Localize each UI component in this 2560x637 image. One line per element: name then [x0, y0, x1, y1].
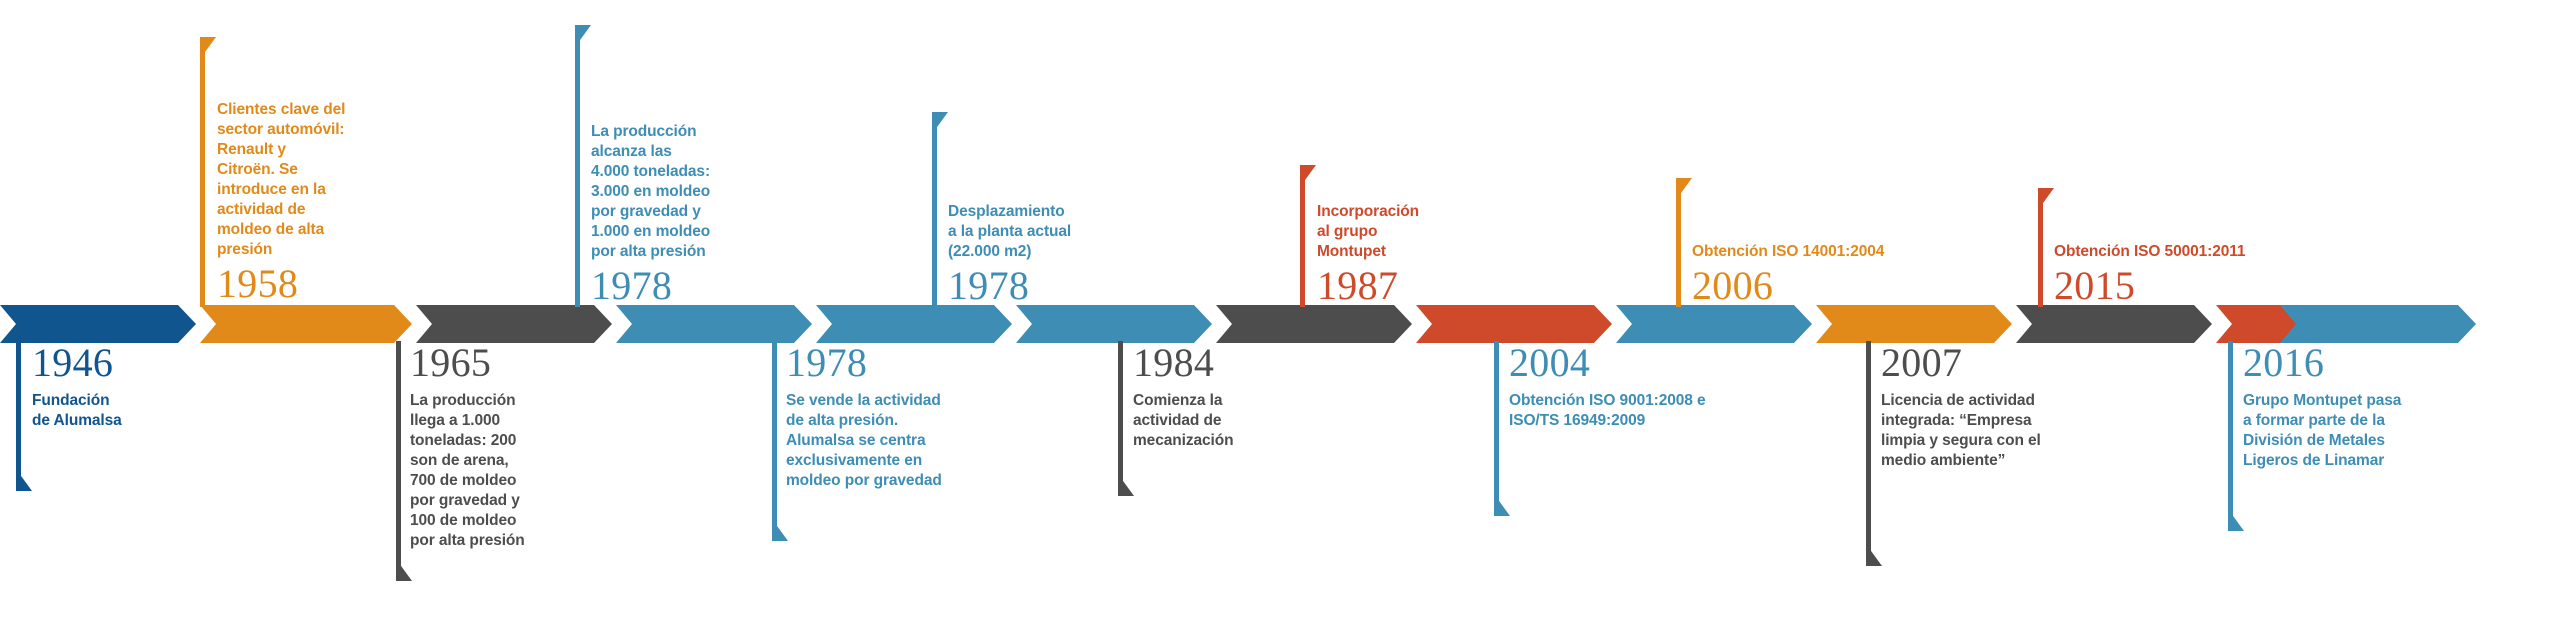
event-description: Grupo Montupet pasa a formar parte de la… — [2243, 392, 2402, 469]
connector-stem-1978-produccion — [575, 25, 591, 307]
timeline-event-2004[interactable]: 2004 Obtención ISO 9001:2008 e ISO/TS 16… — [1509, 342, 1769, 431]
connector-stem-1958 — [200, 37, 216, 307]
connector-tip-icon — [1676, 178, 1692, 200]
event-year: 1946 — [32, 340, 114, 385]
timeline-segment — [1816, 305, 2012, 343]
timeline-segment — [816, 305, 1012, 343]
timeline-event-2015[interactable]: Obtención ISO 50001:2011 2015 — [2054, 192, 2344, 307]
event-description: Clientes clave del sector automóvil: Ren… — [217, 101, 346, 259]
timeline-event-1946[interactable]: 1946 Fundación de Alumalsa — [32, 342, 207, 431]
timeline-event-1978-produccion[interactable]: La producción alcanza las 4.000 tonelada… — [591, 35, 781, 307]
event-description: Incorporación al grupo Montupet — [1317, 203, 1420, 261]
timeline-segment — [616, 305, 812, 343]
connector-tip-icon — [200, 37, 216, 59]
timeline-segment — [2280, 305, 2476, 343]
event-year: 2004 — [1509, 340, 1591, 385]
connector-stem-2004 — [1494, 341, 1510, 516]
event-year: 1978 — [948, 263, 1030, 308]
event-year: 1984 — [1133, 340, 1215, 385]
connector-stem-1978-venta — [772, 341, 788, 541]
event-year: 1987 — [1317, 263, 1399, 308]
timeline-event-2016[interactable]: 2016 Grupo Montupet pasa a formar parte … — [2243, 342, 2493, 471]
event-description: La producción llega a 1.000 toneladas: 2… — [410, 392, 525, 549]
connector-stem-1965 — [396, 341, 412, 581]
event-year: 2007 — [1881, 340, 1963, 385]
connector-tip-icon — [2228, 509, 2244, 531]
connector-tip-icon — [396, 559, 412, 581]
timeline-event-2007[interactable]: 2007 Licencia de actividad integrada: “E… — [1881, 342, 2126, 471]
connector-stem-1978-desplazamiento — [932, 112, 948, 307]
event-description: Comienza la actividad de mecanización — [1133, 392, 1234, 449]
event-year: 1978 — [786, 340, 868, 385]
event-description: Obtención ISO 9001:2008 e ISO/TS 16949:2… — [1509, 392, 1706, 429]
event-description: Licencia de actividad integrada: “Empres… — [1881, 392, 2041, 469]
timeline-segment — [416, 305, 612, 343]
connector-stem-1984 — [1118, 341, 1134, 496]
connector-tip-icon — [1300, 165, 1316, 187]
timeline-event-1987[interactable]: Incorporación al grupo Montupet 1987 — [1317, 170, 1507, 307]
timeline-segment — [1616, 305, 1812, 343]
connector-tip-icon — [2038, 188, 2054, 210]
event-year: 2006 — [1692, 263, 1774, 308]
event-year: 1978 — [591, 263, 673, 308]
timeline-event-1978-desplazamiento[interactable]: Desplazamiento a la planta actual (22.00… — [948, 118, 1158, 307]
timeline-event-1984[interactable]: 1984 Comienza la actividad de mecanizaci… — [1133, 342, 1313, 451]
event-year: 1958 — [217, 261, 299, 306]
connector-stem-1987 — [1300, 165, 1316, 307]
timeline-segment — [1016, 305, 1212, 343]
connector-tip-icon — [772, 519, 788, 541]
timeline-segment — [200, 305, 412, 343]
connector-stem-2015 — [2038, 188, 2054, 307]
event-description: La producción alcanza las 4.000 tonelada… — [591, 123, 711, 261]
event-description: Obtención ISO 50001:2011 — [2054, 243, 2246, 261]
event-year: 1965 — [410, 340, 492, 385]
timeline-segment — [2016, 305, 2212, 343]
timeline-segment — [1216, 305, 1412, 343]
connector-tip-icon — [1118, 474, 1134, 496]
event-description: Obtención ISO 14001:2004 — [1692, 243, 1885, 261]
connector-stem-2016 — [2228, 341, 2244, 531]
connector-tip-icon — [932, 112, 948, 134]
connector-tip-icon — [1866, 544, 1882, 566]
event-year: 2016 — [2243, 340, 2325, 385]
connector-stem-1946 — [16, 341, 32, 491]
timeline-event-1965[interactable]: 1965 La producción llega a 1.000 tonelad… — [410, 342, 595, 551]
event-description: Fundación de Alumalsa — [32, 392, 122, 429]
connector-tip-icon — [16, 469, 32, 491]
connector-tip-icon — [575, 25, 591, 47]
event-year: 2015 — [2054, 263, 2136, 308]
timeline-event-1978-venta[interactable]: 1978 Se vende la actividad de alta presi… — [786, 342, 1006, 491]
timeline-segment — [0, 305, 196, 343]
connector-stem-2006 — [1676, 178, 1692, 307]
connector-tip-icon — [1494, 494, 1510, 516]
timeline-event-2006[interactable]: Obtención ISO 14001:2004 2006 — [1692, 182, 1972, 307]
event-description: Desplazamiento a la planta actual (22.00… — [948, 203, 1072, 261]
timeline-event-1958[interactable]: Clientes clave del sector automóvil: Ren… — [217, 40, 412, 305]
event-description: Se vende la actividad de alta presión. A… — [786, 392, 942, 489]
timeline-band — [0, 305, 2560, 343]
timeline-segment — [1416, 305, 1612, 343]
connector-stem-2007 — [1866, 341, 1882, 566]
